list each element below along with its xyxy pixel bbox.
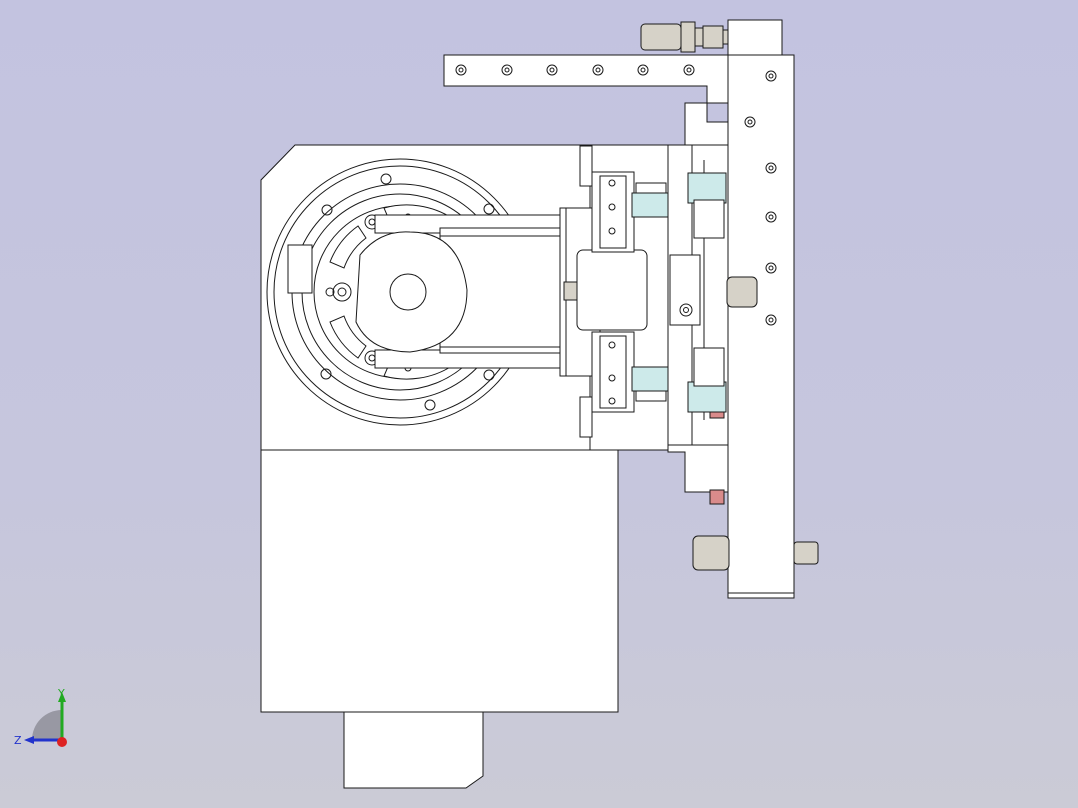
fittings	[640, 21, 819, 571]
y-axis-label: Y	[57, 688, 65, 700]
orientation-triad: Y Z	[14, 688, 67, 747]
bolt-hole	[380, 173, 392, 185]
x-axis-dot	[57, 737, 67, 747]
bolt-hole	[320, 368, 332, 380]
rail-bolt	[592, 64, 604, 76]
bolt-hole	[424, 399, 436, 411]
right-column	[727, 19, 795, 599]
guide-column-upper	[591, 171, 635, 253]
rail-bolt	[683, 64, 695, 76]
triad-plane	[32, 710, 62, 740]
lower-housing	[260, 449, 619, 713]
center-hub	[355, 231, 468, 353]
rail-bolt	[501, 64, 513, 76]
z-axis-label: Z	[14, 734, 22, 747]
guide-column-lower	[591, 331, 635, 413]
cyan-clamp-blocks	[631, 172, 727, 413]
rail-bolt	[546, 64, 558, 76]
slide-block	[559, 145, 648, 438]
right-clamps	[669, 199, 725, 505]
rail-bolt	[637, 64, 649, 76]
top-rail	[443, 54, 729, 104]
bolt-hole	[483, 369, 495, 381]
rail-bolt	[455, 64, 467, 76]
bottom-foot	[343, 711, 484, 789]
bolt-hole	[321, 204, 333, 216]
bolt-hole	[483, 203, 495, 215]
